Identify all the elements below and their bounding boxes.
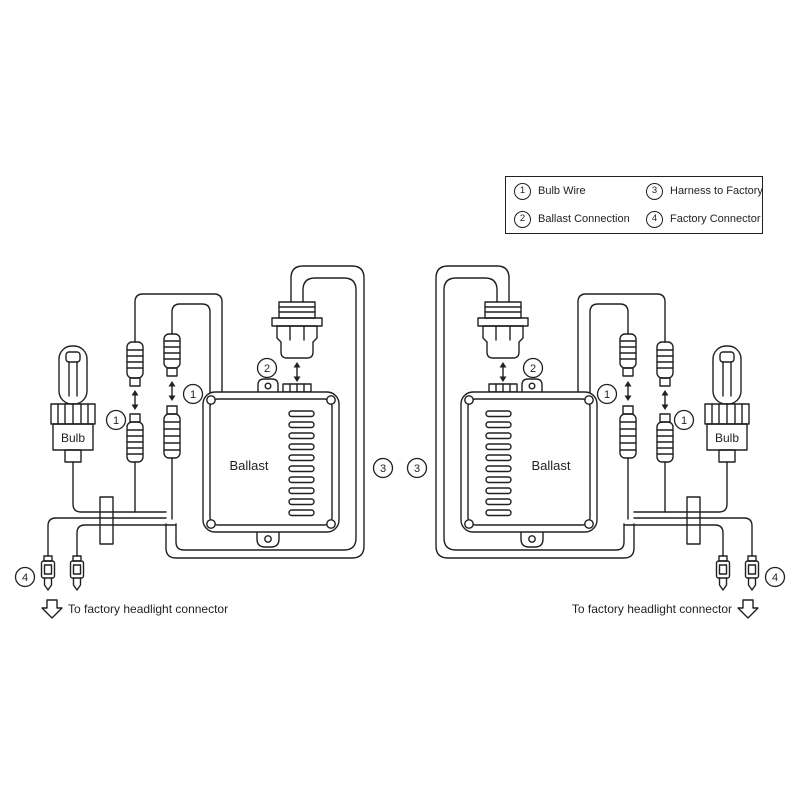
legend-item-ballast-connection: 2 Ballast Connection (514, 210, 646, 228)
svg-text:1: 1 (604, 389, 610, 401)
bulb-label-left: Bulb (61, 431, 85, 445)
legend-badge-4: 4 (646, 210, 663, 228)
callout-harness-to-factory-left: 3 (372, 457, 394, 479)
ballast-label-right: Ballast (531, 458, 570, 473)
svg-text:4: 4 (772, 572, 778, 584)
callout-factory-connector-right: 4 (764, 566, 786, 588)
callout-factory-connector-left: 4 (14, 566, 36, 588)
ballast-label-left: Ballast (229, 458, 268, 473)
callout-bulb-wire-right-a: 1 (673, 409, 695, 431)
legend-item-factory-connector: 4 Factory Connector (646, 210, 763, 228)
legend-label-harness-to-factory: Harness to Factory (670, 184, 763, 197)
svg-text:2: 2 (264, 363, 270, 375)
legend-label-bulb-wire: Bulb Wire (538, 184, 586, 197)
callout-bulb-wire-right-b: 1 (596, 383, 618, 405)
legend-item-harness-to-factory: 3 Harness to Factory (646, 182, 763, 200)
legend-badge-3: 3 (646, 182, 663, 200)
callout-harness-to-factory-right: 3 (406, 457, 428, 479)
legend-box: 1 Bulb Wire 3 Harness to Factory 2 Balla… (505, 176, 763, 234)
legend-label-factory-connector: Factory Connector (670, 212, 761, 225)
bulb-label-right: Bulb (715, 431, 739, 445)
svg-text:1: 1 (190, 389, 196, 401)
svg-text:4: 4 (22, 572, 28, 584)
callout-bulb-wire-left-a: 1 (105, 409, 127, 431)
svg-text:1: 1 (113, 415, 119, 427)
legend-badge-1: 1 (514, 182, 531, 200)
legend-badge-2: 2 (514, 210, 531, 228)
callout-ballast-connection-right: 2 (522, 357, 544, 379)
svg-text:3: 3 (380, 463, 386, 475)
bottom-note-left: To factory headlight connector (68, 602, 228, 616)
callout-ballast-connection-left: 2 (256, 357, 278, 379)
left-harness-drawing (42, 266, 365, 618)
svg-text:3: 3 (414, 463, 420, 475)
svg-text:1: 1 (681, 415, 687, 427)
svg-text:2: 2 (530, 363, 536, 375)
callout-bulb-wire-left-b: 1 (182, 383, 204, 405)
legend-item-bulb-wire: 1 Bulb Wire (514, 182, 646, 200)
right-harness-drawing (436, 266, 759, 618)
legend-label-ballast-connection: Ballast Connection (538, 212, 630, 225)
bottom-note-right: To factory headlight connector (572, 602, 732, 616)
